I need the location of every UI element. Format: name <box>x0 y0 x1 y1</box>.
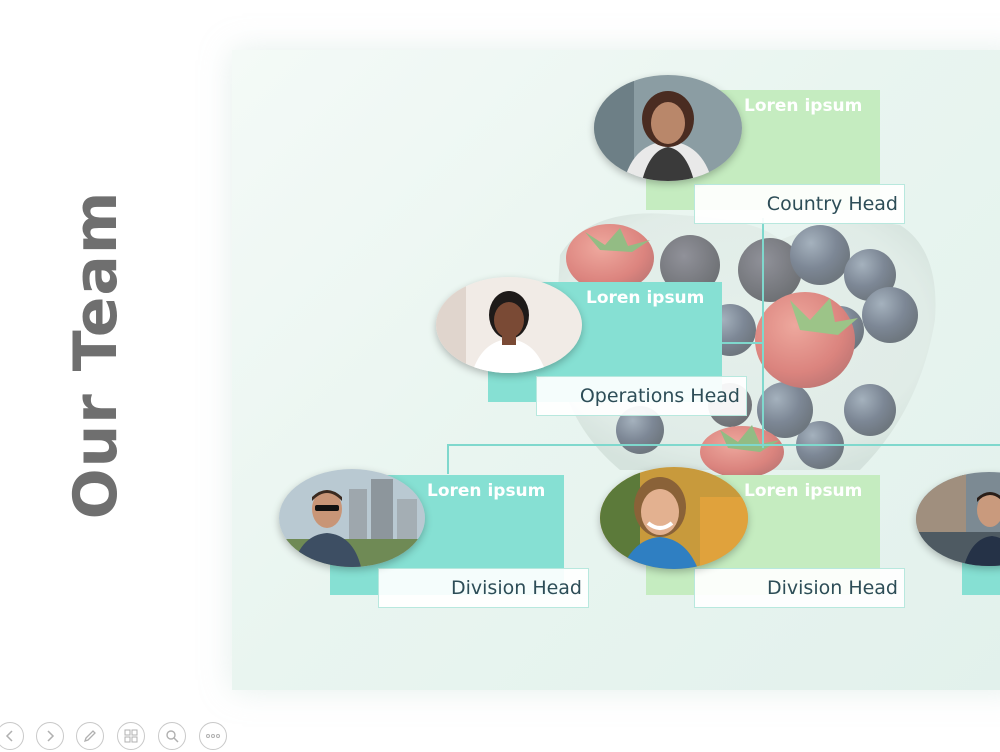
more-icon <box>206 734 220 738</box>
member-name: Loren ipsum <box>427 481 546 501</box>
member-role-box: Division Head <box>378 568 589 608</box>
member-role: Country Head <box>766 193 898 215</box>
pen-icon <box>83 730 96 743</box>
member-role-box: Operations Head <box>536 376 747 416</box>
slideshow-nav <box>0 720 260 752</box>
avatar-country-head <box>594 75 742 181</box>
member-role: Division Head <box>451 577 582 599</box>
member-name: Loren ipsum <box>744 481 863 501</box>
member-name: Loren ipsum <box>744 96 863 116</box>
member-role: Division Head <box>767 577 898 599</box>
next-icon <box>47 730 55 742</box>
slides-button[interactable] <box>117 722 145 750</box>
slides-icon <box>124 729 138 743</box>
member-role-box: Country Head <box>694 184 905 224</box>
connector-horizontal <box>447 444 1000 446</box>
zoom-icon <box>166 730 179 743</box>
connector-operations <box>720 342 764 344</box>
next-button[interactable] <box>36 722 64 750</box>
avatar-division-head-mid <box>600 467 748 569</box>
previous-button[interactable] <box>0 722 24 750</box>
zoom-button[interactable] <box>158 722 186 750</box>
connector-left-drop <box>447 444 449 474</box>
avatar-division-head-left <box>279 469 425 567</box>
member-role-box: Division Head <box>694 568 905 608</box>
member-role: Operations Head <box>579 385 740 407</box>
pen-button[interactable] <box>76 722 104 750</box>
previous-icon <box>5 730 13 742</box>
connector-vertical-main <box>762 218 764 448</box>
more-button[interactable] <box>199 722 227 750</box>
member-name: Loren ipsum <box>586 288 705 308</box>
avatar-operations-head <box>436 277 582 373</box>
